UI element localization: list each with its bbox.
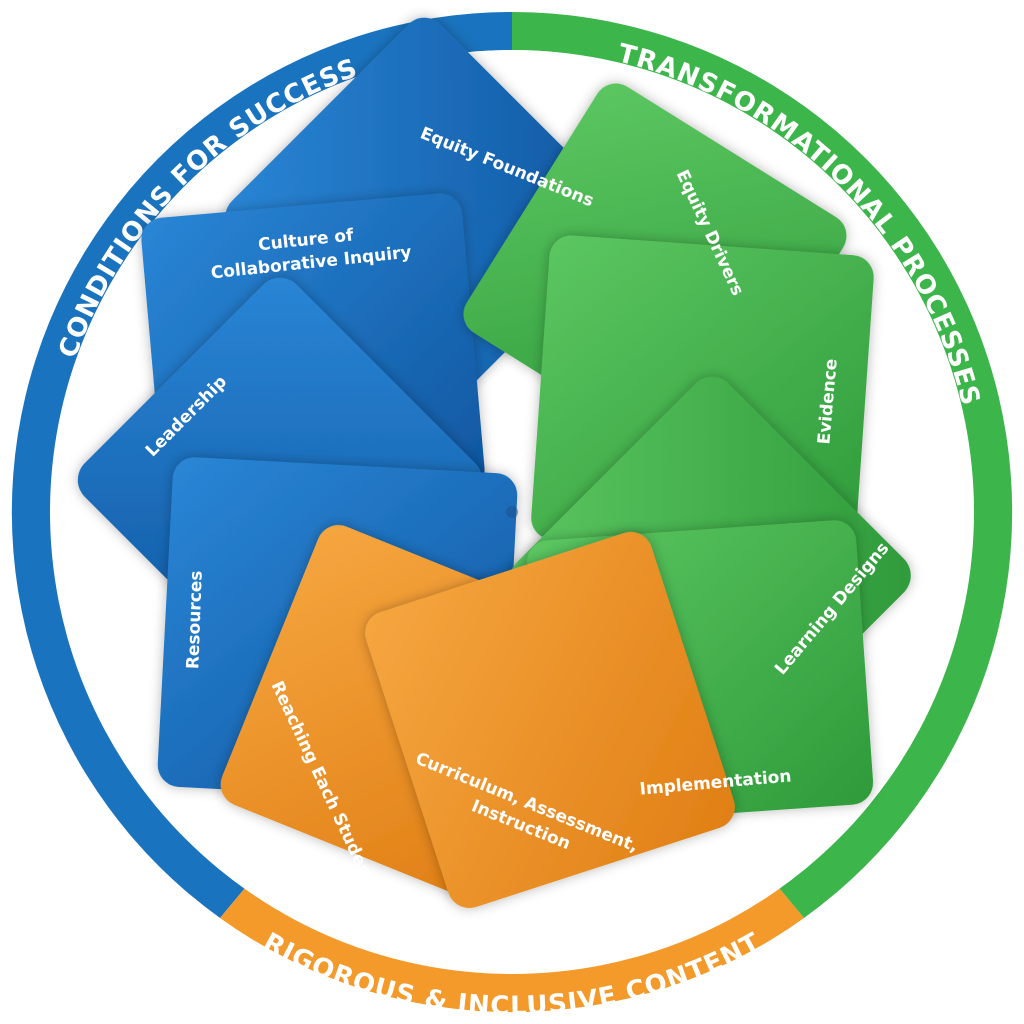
ring-segment-transformational (512, 11, 1013, 918)
pinwheel (77, 17, 911, 909)
ring-segment-rigorous (220, 888, 804, 1013)
ring-segment-conditions (11, 11, 512, 918)
pinwheel-center (506, 506, 518, 518)
card-curriculum-assessment-instruction-shape (365, 531, 735, 909)
card-label-resources: Resources (183, 570, 206, 669)
